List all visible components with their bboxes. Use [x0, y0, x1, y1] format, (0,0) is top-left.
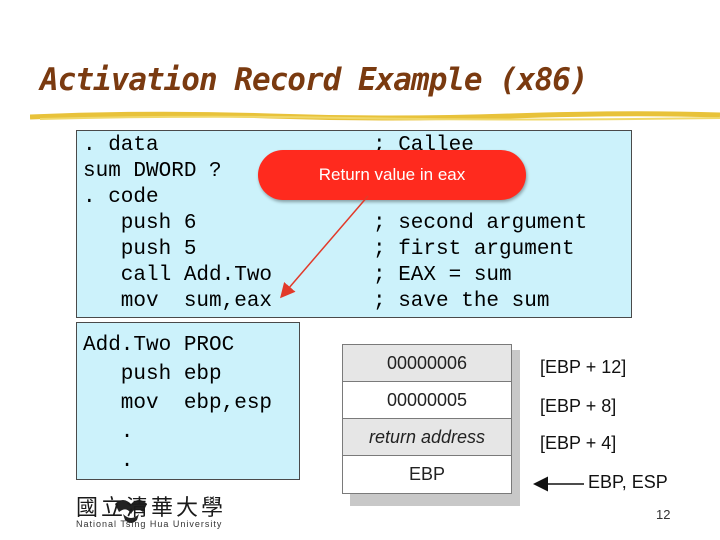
- stack-shadow: [510, 350, 520, 506]
- code-line: call Add.Two: [83, 264, 273, 287]
- code-comment: ; second argument: [373, 212, 588, 235]
- slide-title: Activation Record Example (x86): [40, 62, 589, 98]
- code-line: push ebp: [83, 363, 222, 386]
- code-line: Add.Two PROC: [83, 334, 235, 357]
- return-value-callout: Return value in eax: [258, 150, 526, 200]
- code-line: .: [83, 450, 134, 473]
- stack-pointer-label: EBP, ESP: [588, 472, 668, 492]
- code-line: .: [83, 421, 134, 444]
- stack-cell: 00000006: [343, 345, 511, 382]
- university-subtitle: National Tsing Hua University: [76, 519, 223, 529]
- code-comment: ; save the sum: [373, 290, 550, 313]
- stack-offset-label: [EBP + 4]: [540, 433, 617, 453]
- title-underline: [30, 111, 720, 121]
- page-number: 12: [656, 507, 671, 522]
- code-line: mov sum,eax: [83, 290, 273, 313]
- university-logo-icon: [115, 500, 147, 523]
- code-comment: ; EAX = sum: [373, 264, 512, 287]
- code-line: . data: [83, 134, 159, 157]
- code-comment: ; first argument: [373, 238, 575, 261]
- code-line: sum DWORD ?: [83, 160, 222, 183]
- stack-offset-label: [EBP + 12]: [540, 357, 627, 377]
- code-line: mov ebp,esp: [83, 392, 273, 415]
- stack-cell: return address: [343, 419, 511, 456]
- stack-cell: EBP: [408, 464, 446, 484]
- stack-shadow: [350, 492, 520, 506]
- code-line: push 5: [83, 238, 197, 261]
- stack-cell: 00000005: [343, 382, 511, 419]
- code-line: push 6: [83, 212, 197, 235]
- code-line: . code: [83, 186, 159, 209]
- stack-offset-label: [EBP + 8]: [540, 396, 617, 416]
- callee-code-box: Add.Two PROC push ebp mov ebp,esp . .: [76, 322, 300, 480]
- callout-arrow: [280, 195, 369, 299]
- stack-diagram: 00000006 00000005 return address EBP: [342, 344, 512, 494]
- university-name: 國立清華大學: [76, 496, 227, 521]
